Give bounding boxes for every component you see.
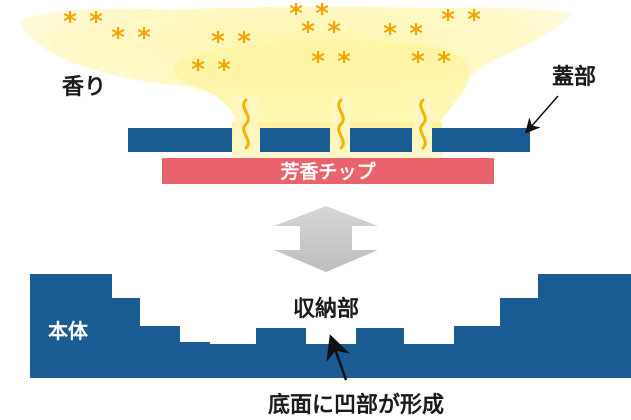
lid bbox=[128, 128, 530, 152]
asterisk-icon: * bbox=[383, 19, 397, 49]
chip-label: 芳香チップ bbox=[280, 160, 376, 183]
recess-pointer-icon bbox=[326, 334, 350, 381]
body-label: 本体 bbox=[48, 319, 89, 343]
asterisk-icon: * bbox=[467, 5, 481, 35]
fragrance-chip bbox=[162, 158, 494, 184]
asterisk-icon: * bbox=[289, 0, 303, 29]
container-body bbox=[30, 274, 631, 378]
lid-segment-3 bbox=[350, 128, 412, 152]
storage-label: 収納部 bbox=[293, 296, 359, 322]
asterisk-icon: * bbox=[337, 47, 351, 77]
lid-segment-2 bbox=[260, 128, 330, 152]
lid-label: 蓋部 bbox=[552, 64, 596, 90]
asterisk-icon: * bbox=[327, 17, 341, 47]
fragrance-stars: ******************** bbox=[63, 0, 481, 85]
wavy-line-icon bbox=[337, 98, 345, 150]
asterisk-icon: * bbox=[211, 27, 225, 57]
asterisk-icon: * bbox=[437, 47, 451, 77]
asterisk-icon: * bbox=[111, 23, 125, 53]
bottom-recess-label: 底面に凹部が形成 bbox=[268, 392, 444, 418]
asterisk-icon: * bbox=[217, 55, 231, 85]
asterisk-icon: * bbox=[411, 47, 425, 77]
scent-waves bbox=[234, 96, 432, 152]
double-arrow bbox=[274, 206, 378, 272]
asterisk-icon: * bbox=[311, 47, 325, 77]
asterisk-icon: * bbox=[409, 19, 423, 49]
lid-pointer-icon bbox=[525, 95, 559, 134]
wavy-line-icon bbox=[419, 98, 427, 150]
asterisk-icon: * bbox=[89, 7, 103, 37]
lid-segment-4 bbox=[432, 128, 530, 152]
lid-segment-1 bbox=[128, 128, 232, 152]
fragrance-label: 香り bbox=[62, 75, 106, 100]
asterisk-icon: * bbox=[237, 27, 251, 57]
asterisk-icon: * bbox=[63, 7, 77, 37]
asterisk-icon: * bbox=[191, 55, 205, 85]
wavy-line-icon bbox=[242, 98, 250, 150]
asterisk-icon: * bbox=[137, 23, 151, 53]
asterisk-icon: * bbox=[441, 5, 455, 35]
asterisk-icon: * bbox=[315, 0, 329, 29]
asterisk-icon: * bbox=[301, 17, 315, 47]
